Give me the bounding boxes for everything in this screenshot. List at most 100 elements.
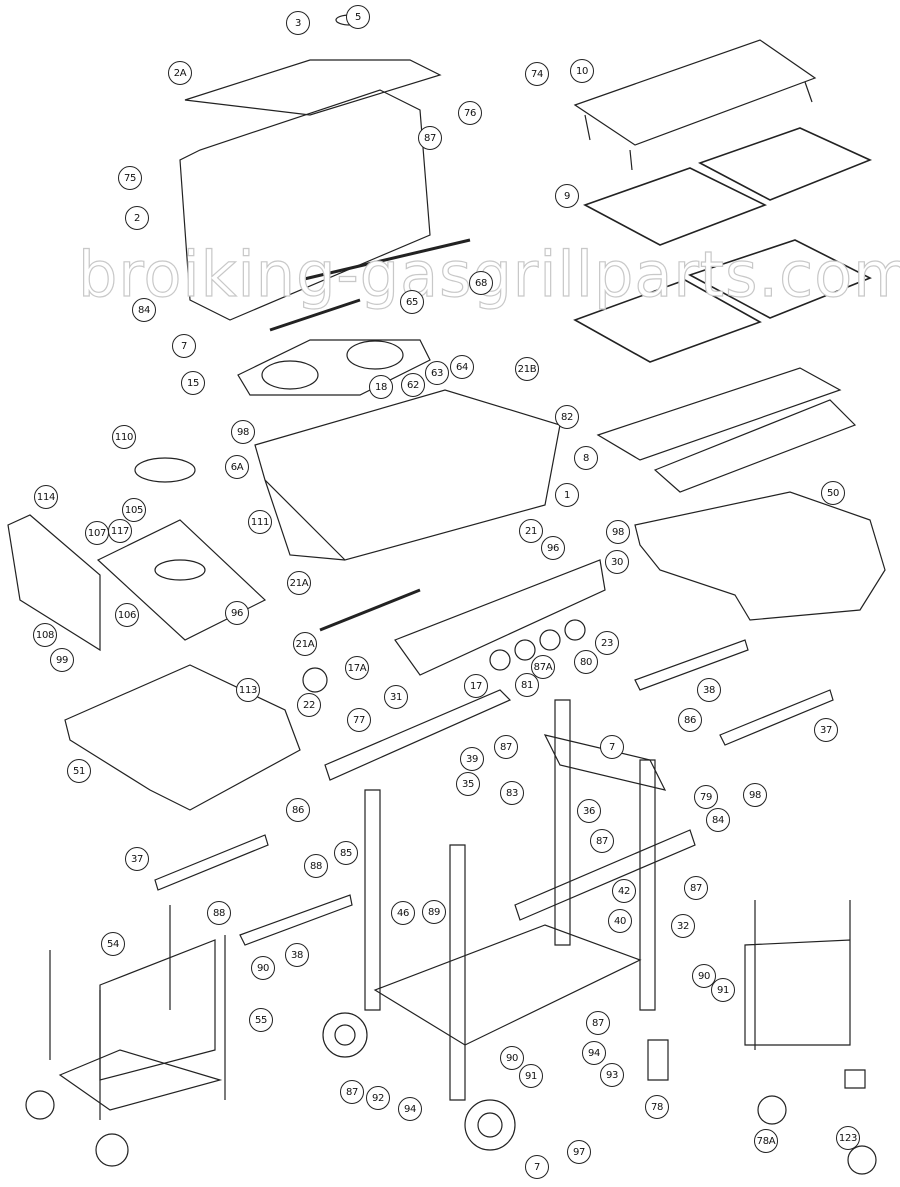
part-callout: 94	[398, 1097, 422, 1121]
part-callout: 91	[711, 978, 735, 1002]
part-callout: 17	[464, 674, 488, 698]
part-callout: 87	[684, 876, 708, 900]
part-callout: 42	[612, 879, 636, 903]
part-callout: 80	[574, 650, 598, 674]
side-shelves	[64, 491, 886, 811]
part-callout: 31	[384, 685, 408, 709]
warming-rack	[573, 39, 817, 171]
part-callout: 108	[33, 623, 57, 647]
part-callout: 2A	[168, 61, 192, 85]
firebox	[254, 389, 561, 561]
part-callout: 21	[519, 519, 543, 543]
part-callout: 32	[671, 914, 695, 938]
part-callout: 7	[525, 1155, 549, 1179]
heat-plates	[596, 367, 857, 493]
part-callout: 87A	[531, 655, 555, 679]
part-callout: 87	[586, 1011, 610, 1035]
part-callout: 78A	[754, 1129, 778, 1153]
part-callout: 123	[836, 1126, 860, 1150]
part-callout: 82	[555, 405, 579, 429]
part-callout: 105	[122, 498, 146, 522]
part-callout: 87	[494, 735, 518, 759]
part-callout: 84	[706, 808, 730, 832]
side-cart	[25, 834, 353, 1167]
part-callout: 17A	[345, 656, 369, 680]
part-callout: 21A	[287, 571, 311, 595]
part-callout: 81	[515, 673, 539, 697]
part-callout: 86	[286, 798, 310, 822]
part-callout: 2	[125, 206, 149, 230]
part-callout: 86	[678, 708, 702, 732]
part-callout: 98	[606, 520, 630, 544]
part-callout: 89	[422, 900, 446, 924]
part-callout: 37	[125, 847, 149, 871]
part-callout: 18	[369, 375, 393, 399]
part-callout: 40	[608, 909, 632, 933]
part-callout: 87	[590, 829, 614, 853]
part-callout: 78	[645, 1095, 669, 1119]
part-callout: 55	[249, 1008, 273, 1032]
part-callout: 106	[115, 603, 139, 627]
part-callout: 10	[570, 59, 594, 83]
part-callout: 8	[574, 446, 598, 470]
cooking-grids	[573, 127, 873, 363]
part-callout: 9	[555, 184, 579, 208]
part-callout: 117	[108, 519, 132, 543]
part-callout: 76	[458, 101, 482, 125]
part-callout: 7	[600, 735, 624, 759]
part-callout: 96	[225, 601, 249, 625]
part-callout: 83	[500, 781, 524, 805]
part-callout: 64	[450, 355, 474, 379]
part-callout: 90	[500, 1046, 524, 1070]
part-callout: 3	[286, 11, 310, 35]
control-panel	[302, 559, 606, 693]
part-callout: 37	[814, 718, 838, 742]
part-callout: 96	[541, 536, 565, 560]
part-callout: 91	[519, 1064, 543, 1088]
part-callout: 65	[400, 290, 424, 314]
part-callout: 99	[50, 648, 74, 672]
part-callout: 92	[366, 1086, 390, 1110]
cart-frame	[322, 689, 696, 1151]
part-callout: 22	[297, 693, 321, 717]
part-callout: 54	[101, 932, 125, 956]
part-callout: 46	[391, 901, 415, 925]
part-callout: 36	[577, 799, 601, 823]
part-callout: 97	[567, 1140, 591, 1164]
part-callout: 1	[555, 483, 579, 507]
burner	[237, 339, 431, 396]
part-callout: 87	[418, 126, 442, 150]
part-callout: 15	[181, 371, 205, 395]
part-callout: 110	[112, 425, 136, 449]
part-callout: 21A	[293, 632, 317, 656]
part-callout: 7	[172, 334, 196, 358]
part-callout: 111	[248, 510, 272, 534]
part-callout: 79	[694, 785, 718, 809]
part-callout: 114	[34, 485, 58, 509]
part-callout: 75	[118, 166, 142, 190]
part-callout: 35	[456, 772, 480, 796]
part-callout: 77	[347, 708, 371, 732]
part-callout: 98	[743, 783, 767, 807]
part-callout: 68	[469, 271, 493, 295]
part-callout: 5	[346, 5, 370, 29]
part-callout: 38	[285, 943, 309, 967]
part-callout: 23	[595, 631, 619, 655]
part-callout: 6A	[225, 455, 249, 479]
shelf-brackets	[634, 639, 877, 1175]
part-callout: 113	[236, 678, 260, 702]
side-burner	[7, 457, 267, 652]
part-callout: 88	[207, 901, 231, 925]
part-callout: 62	[401, 373, 425, 397]
part-callout: 50	[821, 481, 845, 505]
part-callout: 107	[85, 521, 109, 545]
part-callout: 94	[582, 1041, 606, 1065]
part-callout: 87	[340, 1080, 364, 1104]
part-callout: 39	[460, 747, 484, 771]
part-callout: 30	[605, 550, 629, 574]
part-callout: 63	[425, 361, 449, 385]
part-callout: 85	[334, 841, 358, 865]
part-callout: 51	[67, 759, 91, 783]
